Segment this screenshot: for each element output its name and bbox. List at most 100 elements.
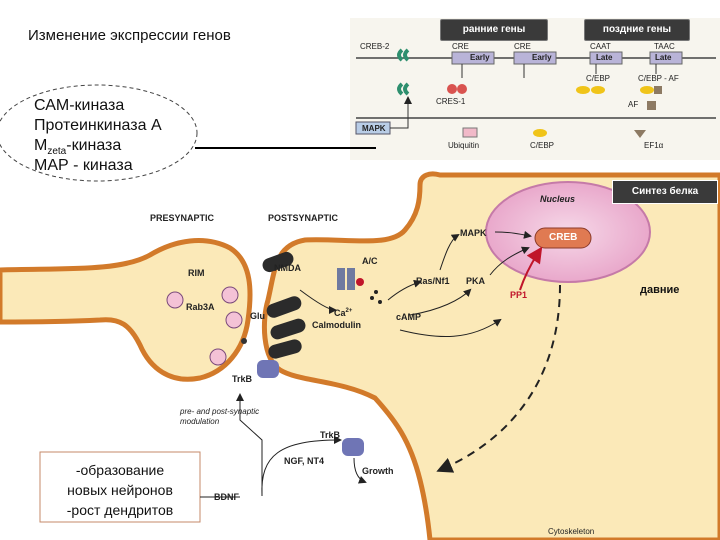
nmda-to-ca-arrow: [299, 289, 337, 314]
af-protein-2: [647, 101, 656, 110]
pka-to-creb-arrow: [489, 246, 530, 276]
bdnf-label: BDNF: [214, 492, 239, 502]
pp1-inhibit-arrow: [519, 246, 543, 291]
kinase-map: МАР - киназа: [34, 157, 133, 174]
cres1-dimer-right: [457, 84, 467, 94]
ngf-label: NGF, NT4: [284, 456, 325, 466]
kinase-mzeta-rest: -киназа: [66, 137, 122, 154]
nmda-receptor: [262, 251, 294, 273]
early-label-2: Early: [532, 53, 552, 62]
late-genes-header: поздние гены: [584, 19, 690, 41]
protein-synthesis-header: Синтез белка: [612, 180, 718, 204]
ef1a-product: [634, 130, 646, 138]
vesicle-4: [209, 348, 227, 366]
growth-label: Growth: [362, 466, 394, 476]
af-label: AF: [628, 100, 639, 109]
early-gene-box-2: [513, 51, 557, 65]
ca-to-ras-arrow: [387, 279, 422, 301]
cebp-protein-2: [591, 86, 605, 94]
cre-label-1: CRE: [452, 42, 469, 51]
ca-dot-2: [378, 300, 382, 304]
postsynaptic-label: POSTSYNAPTIC: [268, 213, 339, 223]
early-label-1: Early: [470, 53, 490, 62]
mapk-to-creb-arrow: [494, 230, 532, 239]
glu-label: Glu: [250, 311, 265, 321]
nmda-label: NMDA: [274, 263, 301, 273]
ef1a-label: EF1α: [644, 141, 664, 150]
mapk-arrow: [390, 96, 412, 129]
rab3a-label: Rab3A: [186, 302, 215, 312]
bdnf-to-trkb-arrow: [236, 393, 263, 496]
vesicle-1: [166, 291, 184, 309]
outcomes-box: [39, 451, 201, 523]
late-gene-box-1: [589, 51, 623, 65]
cre-label-2: CRE: [514, 42, 531, 51]
kinase-pka: Протеинкиназа А: [34, 117, 162, 134]
trkb2-to-growth-arrow: [353, 457, 367, 484]
creb2-label: CREB-2: [360, 42, 390, 51]
presynaptic-label: PRESYNAPTIC: [150, 213, 215, 223]
modulation-label-2: modulation: [180, 417, 220, 426]
nucleus-label: Nucleus: [540, 194, 576, 204]
late-gene-box-2: [649, 51, 683, 65]
calmodulin-to-pp1-arrow: [399, 318, 502, 337]
modulation-label-1: pre- and post-synaptic: [180, 407, 260, 416]
ubiquitin-product: [462, 127, 478, 138]
cres1-dimer-left: [447, 84, 457, 94]
creb-box: [534, 227, 592, 249]
cebp-af-protein: [640, 86, 654, 94]
ras-to-mapk-arrow: [439, 233, 460, 271]
af-protein: [654, 86, 662, 94]
outcome-line-1: -образование: [75, 462, 165, 478]
outcome-line-2: новых нейронов: [67, 482, 173, 498]
vesicle-3: [225, 311, 243, 329]
creb2-protein: [397, 48, 410, 62]
cebp-af-label: C/EBP - AF: [638, 74, 679, 83]
calcium-charge: 2+: [345, 308, 353, 314]
trkb-receptor-1: [257, 360, 279, 378]
cres1-label: CRES-1: [436, 97, 466, 106]
cebp-label: C/EBP: [586, 74, 611, 83]
calcium-symbol: Ca: [334, 308, 346, 318]
camp-label: cAMP: [396, 312, 422, 322]
davnie-label: давние: [640, 284, 680, 296]
ac-label: A/C: [362, 256, 378, 266]
vesicle-2: [221, 286, 239, 304]
ras-nf1-label: Ras/Nf1: [416, 276, 450, 286]
kinase-mzeta-sub: zeta: [47, 146, 67, 158]
ubiquitin-label: Ubiquitin: [448, 141, 480, 150]
trkb-receptor-2: [342, 438, 364, 456]
ca-dot-3: [374, 290, 378, 294]
kinase-cam: САМ-киназа: [34, 97, 125, 114]
ampa-receptor-2: [270, 318, 306, 340]
ac-marker: [356, 278, 364, 286]
ac-channel-2: [347, 268, 355, 290]
presynaptic-terminal: [0, 238, 253, 382]
cebp-protein: [576, 86, 590, 94]
kinase-mzeta: Mzeta-киназа: [34, 136, 121, 162]
taac-label: TAAC: [654, 42, 675, 51]
cytoskeleton-label: Cytoskeleton: [548, 527, 595, 536]
pp1-label: PP1: [510, 290, 528, 300]
pka-label: PKA: [466, 276, 486, 286]
glu-dot: [241, 338, 247, 344]
cebp-product-label: C/EBP: [530, 141, 555, 150]
ampa-receptor-1: [266, 296, 302, 318]
kinase-mzeta-main: M: [34, 137, 48, 154]
early-genes-header: ранние гены: [440, 19, 548, 41]
kinase-ellipse: [0, 84, 198, 182]
mapk-label: MAPK: [362, 124, 386, 133]
ca-dot-1: [370, 296, 374, 300]
cebp-product: [533, 129, 547, 137]
creb-label: CREB: [549, 232, 578, 243]
trkb-label-1: TrkB: [232, 374, 253, 384]
mapk-signal-label: MAPK: [460, 228, 487, 238]
camp-to-pka-arrow: [409, 288, 472, 316]
late-label-1: Late: [596, 53, 613, 62]
ac-channel-1: [337, 268, 345, 290]
early-gene-box-1: [451, 51, 495, 65]
rim-label: RIM: [188, 268, 205, 278]
outcome-line-3: -рост дендритов: [66, 502, 174, 518]
page-title: Изменение экспрессии генов: [28, 27, 231, 44]
